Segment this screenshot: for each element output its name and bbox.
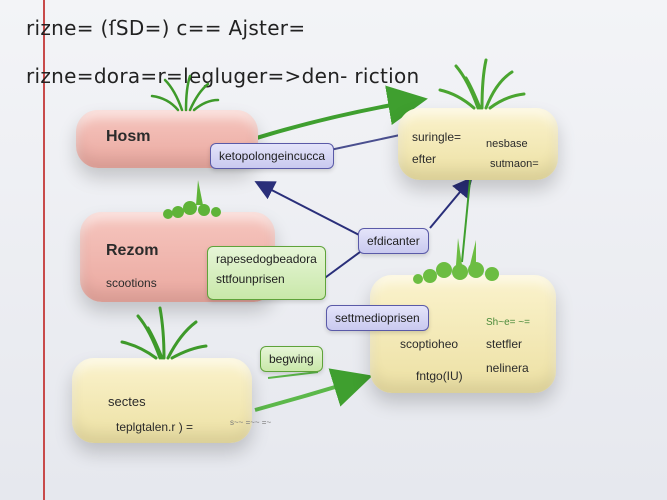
- pot-bottom-right: scoptioheo fntgo(IU) Sh~e= ~= stetfler n…: [370, 275, 556, 393]
- label-settmedioprisen: settmedioprisen: [326, 305, 429, 331]
- label-ketopolongeincucca: ketopolongeincucca: [210, 143, 335, 169]
- label-efdicanter: efdicanter: [358, 228, 429, 254]
- arrow-rapesed-to-efdicanter: [321, 251, 361, 281]
- pot-top-right-right1: nesbase: [486, 138, 528, 150]
- sectes-note: s~~ =~~ =~: [230, 418, 272, 427]
- plant-top-right: [438, 58, 526, 110]
- pot-bottom-right-left2: fntgo(IU): [416, 369, 463, 383]
- pot-bottom-right-right0: Sh~e= ~=: [486, 317, 530, 328]
- arrow-label-to-top-right: [329, 134, 401, 151]
- pot-sectes: sectes teplgtalen.r ) =: [72, 358, 252, 443]
- pot-top-right: suringle= efter nesbase sutmaon=: [398, 108, 558, 180]
- plant-sectes: [120, 306, 208, 360]
- arrow-sectes-to-bottom-right: [254, 368, 373, 412]
- arrow-bottom-right-to-top-right: [461, 179, 471, 263]
- arrow-begwing-link: [267, 371, 319, 379]
- pot-rezom-title: Rezom: [106, 242, 159, 259]
- margin-rule: [43, 0, 45, 500]
- arrow-hosm-to-top-right: [249, 85, 428, 142]
- plant-hosm: [150, 74, 220, 112]
- pot-bottom-right-right2: nelinera: [486, 361, 529, 375]
- label-begwing: begwing: [260, 346, 323, 372]
- pot-hosm: Hosm: [76, 110, 258, 168]
- pot-top-right-right2: sutmaon=: [490, 158, 539, 170]
- pot-bottom-right-right1: stetfler: [486, 337, 523, 351]
- header-line-1: rizne= (ſSD=) c== Ajster=: [26, 16, 306, 40]
- pot-bottom-right-left1: scoptioheo: [400, 337, 459, 351]
- pot-sectes-subtitle: teplgtalen.r ) =: [116, 420, 194, 434]
- label-rapesedogbeadora: rapesedogbeadora sttfounprisen: [207, 246, 326, 300]
- label-rapesed-line2: sttfounprisen: [216, 272, 285, 286]
- plant-bottom-right: [413, 238, 499, 284]
- arrow-efdicanter-to-top-right: [429, 176, 473, 229]
- pot-top-right-line2: efter: [412, 152, 437, 166]
- plant-rezom: [163, 180, 221, 219]
- header-line-2: rizne=dora=r=legluger=>den- riction: [26, 64, 420, 88]
- arrow-efdicanter-to-hosm: [254, 181, 366, 239]
- label-rapesed-line1: rapesedogbeadora: [216, 252, 317, 266]
- pot-rezom-subtitle: scootions: [106, 276, 157, 290]
- pot-hosm-title: Hosm: [106, 128, 151, 145]
- pot-sectes-title: sectes: [108, 394, 146, 409]
- pot-top-right-line1: suringle=: [412, 130, 462, 144]
